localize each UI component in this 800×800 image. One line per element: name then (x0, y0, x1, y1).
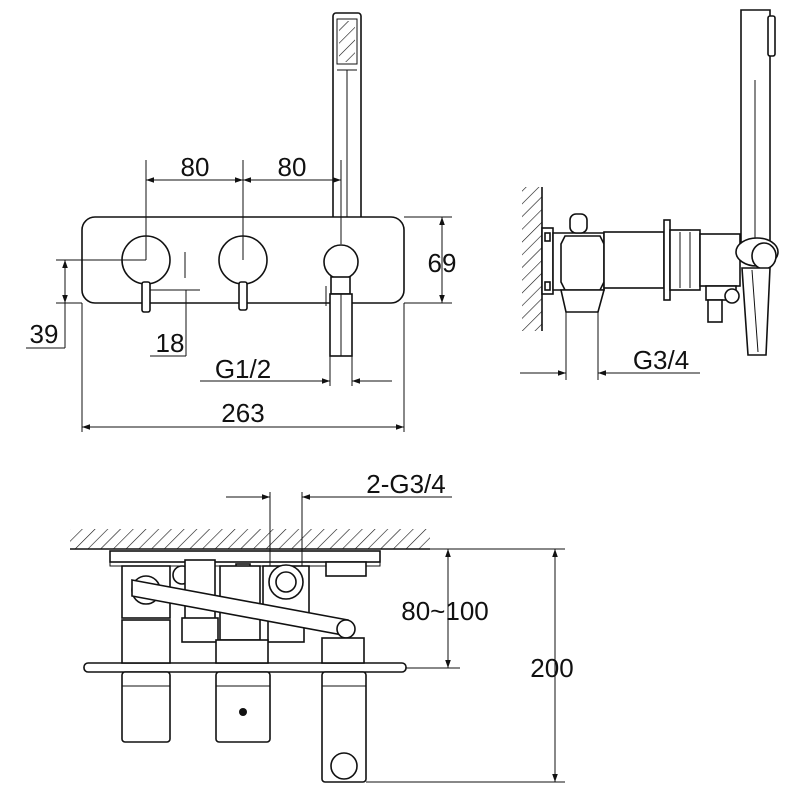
top-handle-left (121, 671, 171, 743)
top-spout (321, 671, 367, 783)
handle-stem-left (141, 281, 151, 313)
hand-shower-side (735, 9, 779, 356)
dim-total: 200 (530, 653, 573, 683)
dim-thread-front: G1/2 (215, 354, 271, 384)
shower-holder (323, 244, 359, 280)
handle-stem-right (238, 281, 248, 311)
side-view: G3/4 (520, 9, 779, 380)
hand-shower (332, 12, 362, 234)
dim-handle-height: 39 (30, 319, 59, 349)
top-wall-hatch (70, 529, 430, 549)
dim-depth-range: 80~100 (401, 596, 488, 626)
dim-spacing-left: 80 (181, 152, 210, 182)
top-view: 2-G3/4 80~100 200 (70, 469, 574, 783)
valve-body-side (552, 213, 741, 380)
wall-hatch (522, 187, 542, 331)
dim-spacing-right: 80 (278, 152, 307, 182)
top-handle-right (215, 671, 271, 743)
spray-nozzle-grid (339, 21, 355, 62)
front-view: 80 80 69 39 18 G1/2 263 (26, 12, 457, 432)
top-plate (83, 662, 407, 673)
dim-width: 263 (221, 398, 264, 428)
dim-thread-side: G3/4 (633, 345, 689, 375)
dim-stem: 18 (156, 328, 185, 358)
dim-thread-top: 2-G3/4 (366, 469, 446, 499)
dim-height: 69 (428, 248, 457, 278)
